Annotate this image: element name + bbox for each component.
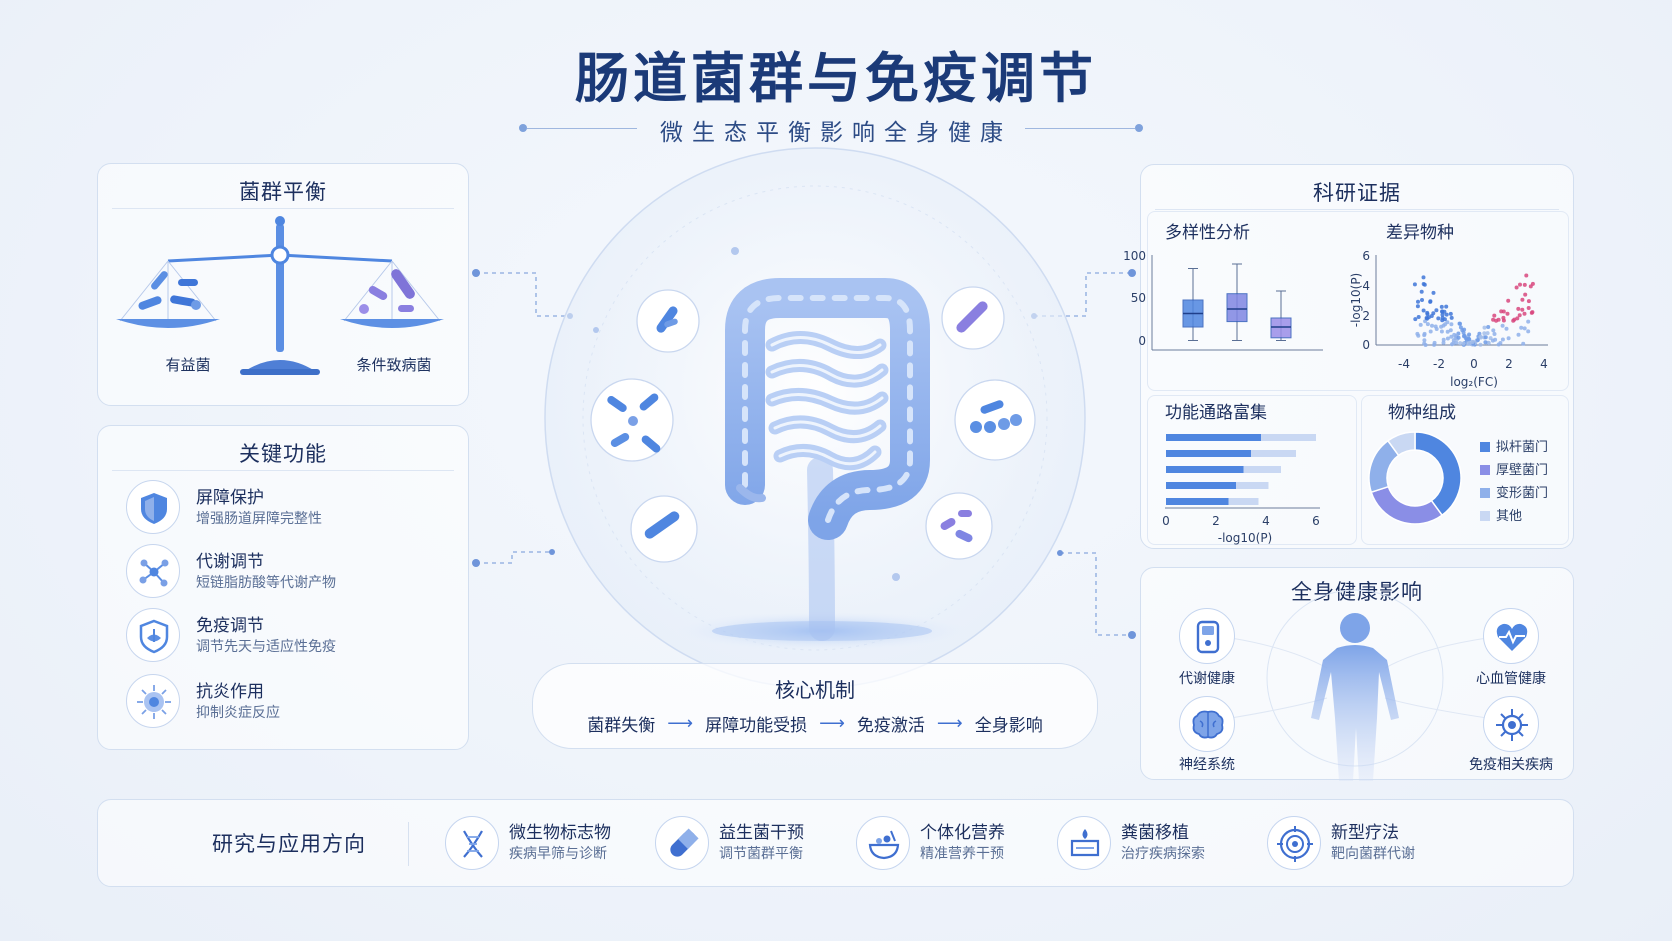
- function-desc: 增强肠道屏障完整性: [196, 511, 322, 527]
- directions-panel: 研究与应用方向: [97, 799, 1574, 887]
- function-name: 免疫调节: [196, 616, 264, 636]
- evidence-subpanel-bottom-left: [1147, 395, 1357, 545]
- function-desc: 抑制炎症反应: [196, 705, 280, 721]
- page-title: 肠道菌群与免疫调节: [575, 47, 1097, 110]
- direction-name: 粪菌移植: [1121, 823, 1189, 843]
- bacteria-bubble-4: [941, 286, 1005, 350]
- function-desc: 调节先天与适应性免疫: [196, 639, 336, 655]
- beneficial-bacteria-label: 有益菌: [165, 356, 211, 374]
- mechanism-panel: 核心机制 菌群失衡 ⟶ 屏障功能受损 ⟶ 免疫激活 ⟶ 全身影响: [532, 663, 1098, 749]
- direction-name: 个体化营养: [920, 823, 1005, 843]
- cell-icon: [126, 674, 180, 728]
- page-subtitle: 微生态平衡影响全身健康: [660, 120, 1012, 146]
- directions-title: 研究与应用方向: [212, 832, 366, 856]
- target-icon: [1267, 816, 1321, 870]
- virus-icon: [1483, 696, 1539, 752]
- legend-swatch: [1480, 465, 1490, 475]
- function-name: 代谢调节: [196, 552, 264, 572]
- heart-icon: [1483, 608, 1539, 664]
- health-label: 心血管健康: [1476, 671, 1546, 687]
- connector-functions: [476, 551, 552, 564]
- title-divider: [1155, 209, 1559, 210]
- function-desc: 短链脂肪酸等代谢产物: [196, 575, 336, 591]
- mechanism-title: 核心机制: [775, 678, 855, 702]
- direction-desc: 治疗疾病探索: [1121, 846, 1205, 862]
- functions-panel: 关键功能 屏障保护 增强肠道屏障完整性 代谢调节 短链脂肪酸等代谢产物 免疫调节…: [97, 425, 469, 750]
- legend-item: 厚壁菌门: [1480, 459, 1548, 478]
- mechanism-step: 屏障功能受损: [705, 716, 808, 736]
- health-label: 代谢健康: [1179, 671, 1235, 687]
- capsule-icon: [655, 816, 709, 870]
- molecule-icon: [126, 544, 180, 598]
- mechanism-step: 菌群失衡: [587, 716, 656, 736]
- functions-panel-title: 关键功能: [239, 442, 327, 466]
- bacteria-bubble-6: [925, 492, 993, 560]
- direction-desc: 靶向菌群代谢: [1331, 846, 1415, 862]
- glucose-meter-icon: [1179, 608, 1235, 664]
- transplant-icon: [1057, 816, 1111, 870]
- differential-title: 差异物种: [1386, 223, 1454, 243]
- function-name: 抗炎作用: [196, 682, 264, 702]
- direction-name: 新型疗法: [1331, 823, 1399, 843]
- mechanism-step: 全身影响: [974, 716, 1043, 736]
- title-divider: [112, 470, 454, 471]
- legend-swatch: [1480, 442, 1490, 452]
- health-label: 神经系统: [1179, 757, 1235, 773]
- intestine-illustration: [725, 278, 930, 641]
- evidence-subpanel-bottom-right: [1361, 395, 1569, 545]
- health-panel: 全身健康影响 代谢健康 心血管健康 神经系统 免疫相关疾病: [1140, 567, 1574, 781]
- mechanism-flow: 菌群失衡 ⟶ 屏障功能受损 ⟶ 免疫激活 ⟶ 全身影响: [533, 711, 1097, 736]
- legend-item: 拟杆菌门: [1480, 436, 1548, 455]
- arrow-right-icon: ⟶: [819, 713, 845, 734]
- bacteria-bubble-1: [636, 289, 700, 353]
- composition-title: 物种组成: [1388, 403, 1456, 423]
- connector-health: [1060, 552, 1132, 636]
- legend-item: 变形菌门: [1480, 482, 1548, 501]
- immune-shield-icon: [126, 608, 180, 662]
- bacteria-bubble-5: [954, 379, 1036, 461]
- pathogenic-bacteria-label: 条件致病菌: [356, 356, 432, 374]
- connector-balance: [476, 272, 570, 317]
- directions-divider: [408, 822, 409, 866]
- arrow-right-icon: ⟶: [936, 713, 963, 734]
- function-name: 屏障保护: [196, 488, 264, 508]
- human-body-illustration: [1230, 589, 1488, 781]
- direction-desc: 调节菌群平衡: [719, 846, 803, 862]
- subtitle-dot-left: [519, 124, 527, 132]
- direction-desc: 精准营养干预: [920, 846, 1004, 862]
- mechanism-step: 免疫激活: [856, 716, 925, 736]
- evidence-subpanel-top: [1147, 211, 1569, 391]
- diversity-title: 多样性分析: [1165, 223, 1250, 243]
- bacteria-bubble-2: [590, 378, 674, 462]
- shield-icon: [126, 480, 180, 534]
- legend-label: 变形菌门: [1496, 486, 1549, 501]
- legend-swatch: [1480, 488, 1490, 498]
- arrow-right-icon: ⟶: [667, 713, 694, 734]
- legend-swatch: [1480, 511, 1490, 521]
- subtitle-line-left: [527, 128, 637, 129]
- dna-icon: [445, 816, 499, 870]
- balance-panel: 菌群平衡 有益菌 条件致病菌: [97, 163, 469, 406]
- legend-label: 拟杆菌门: [1496, 440, 1549, 455]
- subtitle-dot-right: [1135, 124, 1143, 132]
- pathway-title: 功能通路富集: [1165, 403, 1267, 423]
- bacteria-bubble-3: [630, 495, 698, 563]
- title-divider: [112, 208, 454, 209]
- food-bowl-icon: [856, 816, 910, 870]
- legend-label: 厚壁菌门: [1496, 463, 1549, 478]
- legend-item: 其他: [1480, 505, 1522, 524]
- health-label: 免疫相关疾病: [1469, 757, 1553, 773]
- legend-label: 其他: [1496, 509, 1523, 524]
- balance-panel-title: 菌群平衡: [239, 180, 327, 204]
- direction-desc: 疾病早筛与诊断: [509, 846, 607, 862]
- direction-name: 益生菌干预: [719, 823, 804, 843]
- evidence-panel-title: 科研证据: [1313, 181, 1401, 205]
- direction-name: 微生物标志物: [509, 823, 611, 843]
- health-panel-title: 全身健康影响: [1291, 580, 1423, 604]
- balance-scale-illustration: [116, 216, 444, 375]
- subtitle-line-right: [1025, 128, 1135, 129]
- brain-icon: [1179, 696, 1235, 752]
